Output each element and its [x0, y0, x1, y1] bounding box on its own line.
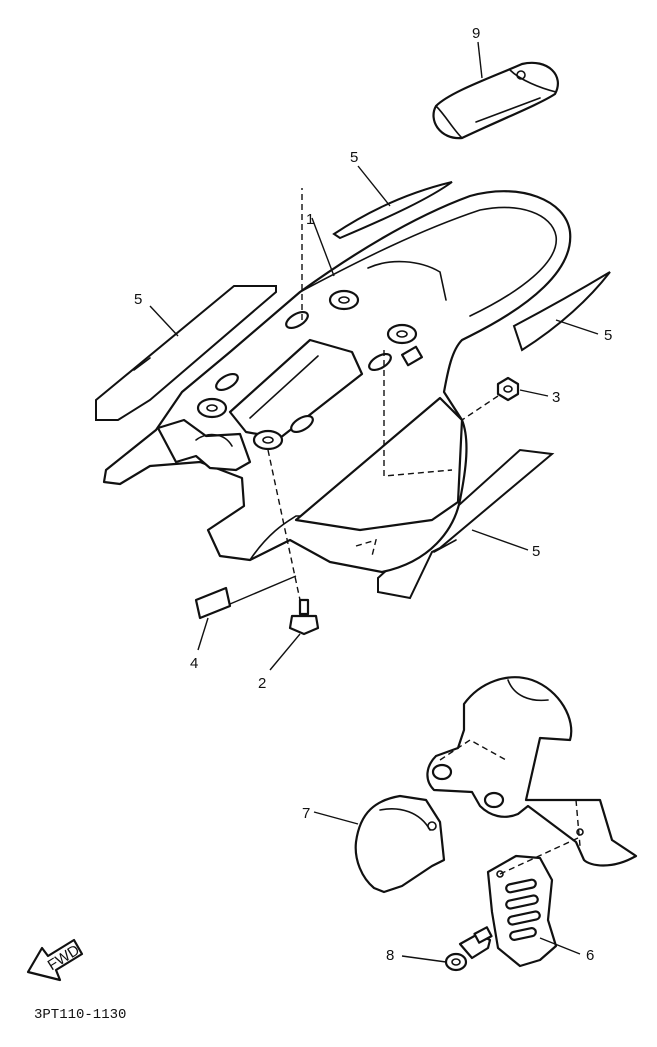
callout-7: 7 — [302, 805, 310, 822]
alignment-line-6 — [499, 837, 579, 875]
part-8-bolt — [444, 926, 493, 972]
frame-section — [426, 676, 638, 867]
callout-8: 8 — [386, 947, 394, 964]
part-5-decal-upper-center — [332, 181, 453, 240]
fwd-arrow-icon: FWD — [26, 938, 84, 982]
leader-6 — [539, 937, 581, 955]
callout-6: 6 — [586, 947, 594, 964]
leader-9 — [477, 41, 483, 79]
alignment-line-3 — [461, 395, 499, 421]
part-5-decal-upper-left — [95, 285, 277, 421]
callout-5b: 5 — [350, 149, 358, 166]
part-3-nut — [496, 376, 520, 402]
leader-3 — [519, 389, 549, 397]
callout-5c: 5 — [604, 327, 612, 344]
alignment-line-2 — [267, 449, 301, 601]
part-9-tool-pouch — [432, 61, 559, 140]
callout-5a: 5 — [134, 291, 142, 308]
callout-1: 1 — [306, 211, 314, 228]
part-5-decal-lower — [377, 448, 555, 600]
callout-2: 2 — [258, 675, 266, 692]
part-2-bolt — [288, 598, 320, 636]
leader-1 — [311, 217, 335, 277]
callout-4: 4 — [190, 655, 198, 672]
leader-7 — [313, 811, 359, 825]
part-5-decal-right — [512, 271, 611, 352]
leader-5d — [471, 529, 529, 551]
callout-5d: 5 — [532, 543, 540, 560]
part-7-guard — [354, 794, 446, 894]
leader-8 — [401, 955, 447, 963]
leader-5b — [357, 165, 391, 207]
leader-5a — [149, 305, 179, 337]
part-6-plate — [486, 854, 558, 968]
leader-2 — [269, 633, 301, 671]
callout-3: 3 — [552, 389, 560, 406]
part-1-rear-fender — [102, 190, 572, 574]
leader-4-to-fender — [229, 575, 297, 605]
leader-5c — [555, 319, 599, 335]
callout-9: 9 — [472, 25, 480, 42]
leader-4 — [197, 617, 209, 651]
part-4-damper — [194, 586, 232, 620]
drawing-code: 3PT110-1130 — [34, 1007, 126, 1023]
